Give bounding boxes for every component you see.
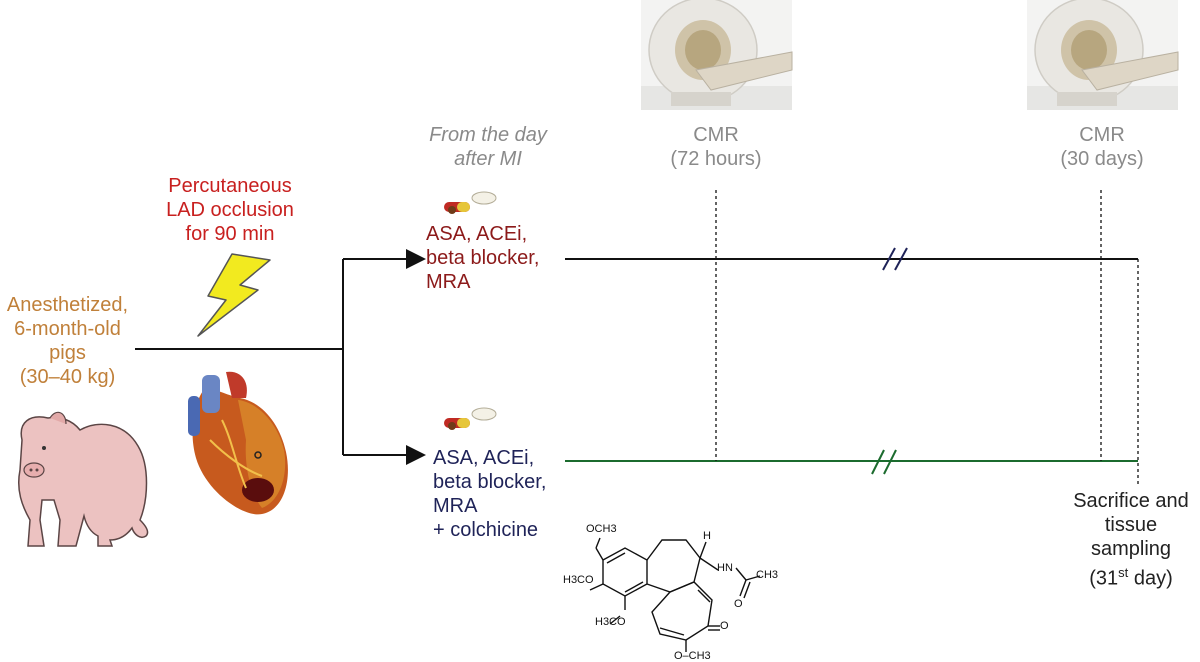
intervention-label: Percutaneous LAD occlusion for 90 min [150,174,310,246]
start-note-line: From the day [429,124,547,146]
subject-line: (30–40 kg) [19,366,116,388]
cmr-30d-label: CMR (30 days) [1027,123,1177,171]
subject-line: 6-month-old [14,318,121,340]
start-note-line: after MI [454,148,522,170]
intervention-line: LAD occlusion [166,199,294,221]
endpoint-day-prefix: (31 [1089,567,1119,590]
endpoint-day-suffix: day) [1128,567,1173,590]
subject-line: Anesthetized, [6,294,129,316]
subject-label: Anesthetized, 6-month-old pigs (30–40 kg… [0,293,135,389]
intervention-line: Percutaneous [168,175,292,197]
control-group-line: MRA [426,271,471,293]
cmr-label: CMR [693,124,739,146]
cmr-label: CMR [1079,124,1125,146]
colchicine-break-mark-1 [871,449,885,475]
pills-icon [444,191,497,214]
control-break-mark-1 [882,247,896,271]
control-break-mark-2 [894,247,908,271]
endpoint-label: Sacrifice and tissue sampling (31st day) [1063,489,1199,591]
endpoint-line: sampling [1090,538,1172,560]
pig-icon [18,411,149,547]
colchicine-group-line: beta blocker, [433,471,547,493]
colchicine-group-label: ASA, ACEi, beta blocker, MRA + colchicin… [433,446,583,542]
mri-scanner-icon [1027,0,1179,110]
subject-line: pigs [49,342,86,364]
cmr-time: (30 days) [1060,148,1144,170]
cmr-72h-label: CMR (72 hours) [641,123,791,171]
endpoint-line: tissue [1104,514,1158,536]
endpoint-day-sup: st [1118,565,1129,580]
heart-icon [188,371,288,515]
colchicine-group-line: MRA [433,495,478,517]
mri-scanner-icon [641,0,793,110]
colchicine-group-line: + colchicine [433,519,539,541]
lightning-bolt-icon [197,253,271,337]
cmr-time: (72 hours) [670,148,762,170]
colchicine-group-line: ASA, ACEi, [433,447,535,469]
intervention-line: for 90 min [185,223,275,245]
colchicine-break-mark-2 [883,449,897,475]
endpoint-line: Sacrifice and [1073,490,1189,512]
colchicine-structure-icon [589,537,761,652]
start-note: From the day after MI [418,123,558,171]
control-group-label: ASA, ACEi, beta blocker, MRA [426,222,576,294]
control-group-line: beta blocker, [426,247,540,269]
control-group-line: ASA, ACEi, [426,223,528,245]
endpoint-day: (31st day) [1063,561,1199,591]
pills-icon [444,407,497,430]
